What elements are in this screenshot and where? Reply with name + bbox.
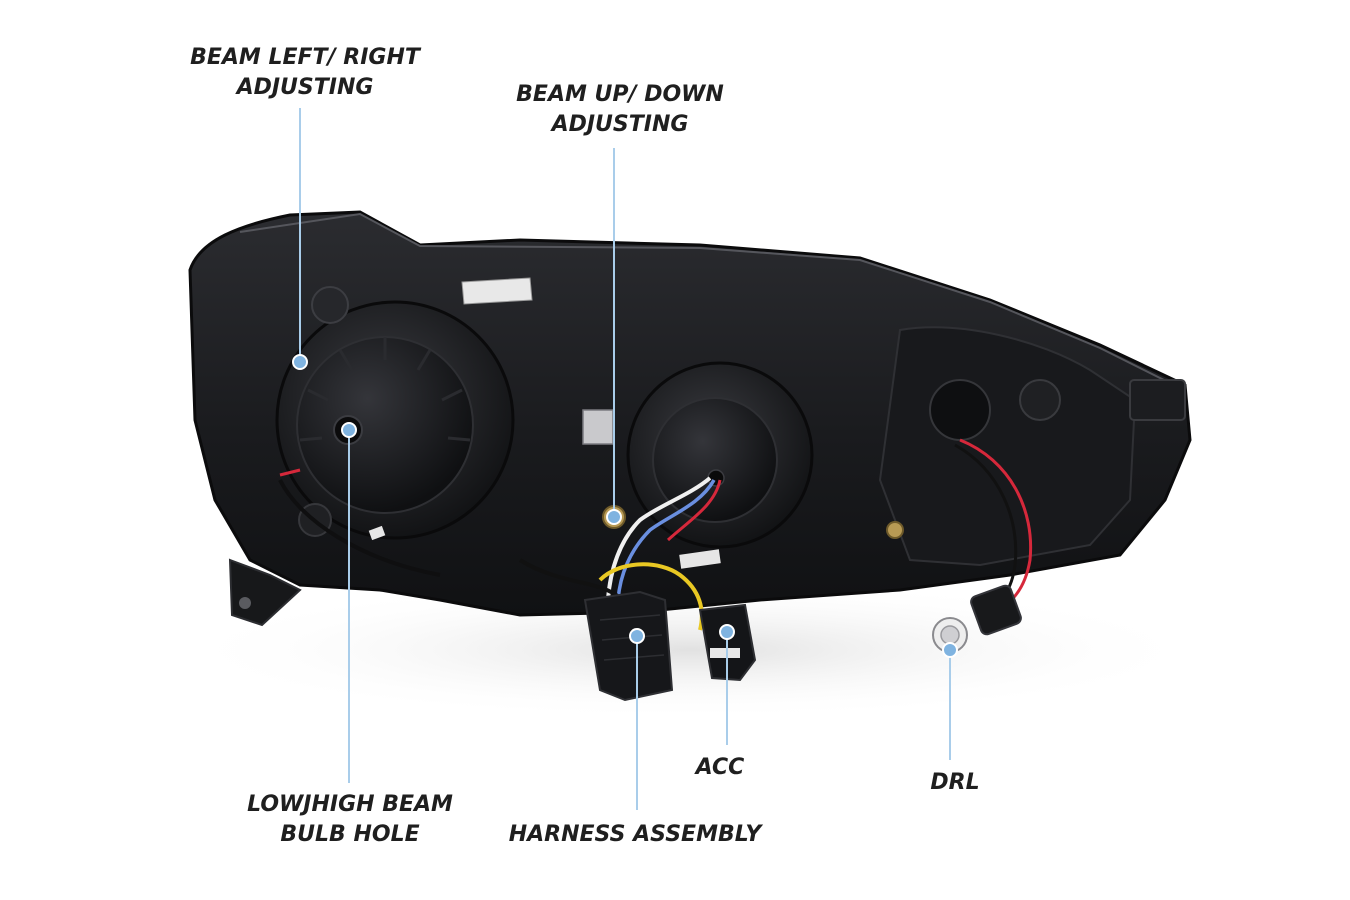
dot-harness (629, 628, 645, 644)
label-bulb-hole-line2: BULB HOLE (280, 822, 420, 847)
label-beam-up-down-line2: ADJUSTING (551, 112, 689, 137)
wire-blue (616, 479, 716, 601)
dot-beam-up-down (606, 509, 622, 525)
label-beam-up-down: BEAM UP/ DOWN ADJUSTING (490, 80, 750, 140)
label-acc-line1: ACC (695, 755, 745, 780)
label-beam-up-down-line1: BEAM UP/ DOWN (516, 82, 724, 107)
label-harness-assembly: HARNESS ASSEMBLY (485, 820, 785, 850)
label-acc: ACC (670, 753, 770, 783)
label-beam-left-right-line2: ADJUSTING (236, 75, 374, 100)
label-drl: DRL (905, 768, 1005, 798)
left-bracket-hole (239, 597, 251, 609)
label-drl-line1: DRL (930, 770, 980, 795)
dot-beam-left-right (292, 354, 308, 370)
label-bulb-hole-line1: LOWJHIGH BEAM (247, 792, 453, 817)
label-bulb-hole: LOWJHIGH BEAM BULB HOLE (230, 790, 470, 850)
wire-red (666, 479, 722, 542)
label-beam-left-right-line1: BEAM LEFT/ RIGHT (190, 45, 420, 70)
dot-acc (719, 624, 735, 640)
left-right-adjuster (311, 286, 349, 324)
label-harness-line1: HARNESS ASSEMBLY (508, 822, 762, 847)
housing-rim (239, 212, 1181, 389)
left-mount-bracket (228, 558, 302, 627)
label-beam-left-right: BEAM LEFT/ RIGHT ADJUSTING (170, 43, 440, 103)
dot-bulb-hole (341, 422, 357, 438)
leader-lines (299, 108, 951, 810)
harness-connector (583, 590, 674, 702)
leader-dots (292, 354, 958, 658)
dot-drl (942, 642, 958, 658)
